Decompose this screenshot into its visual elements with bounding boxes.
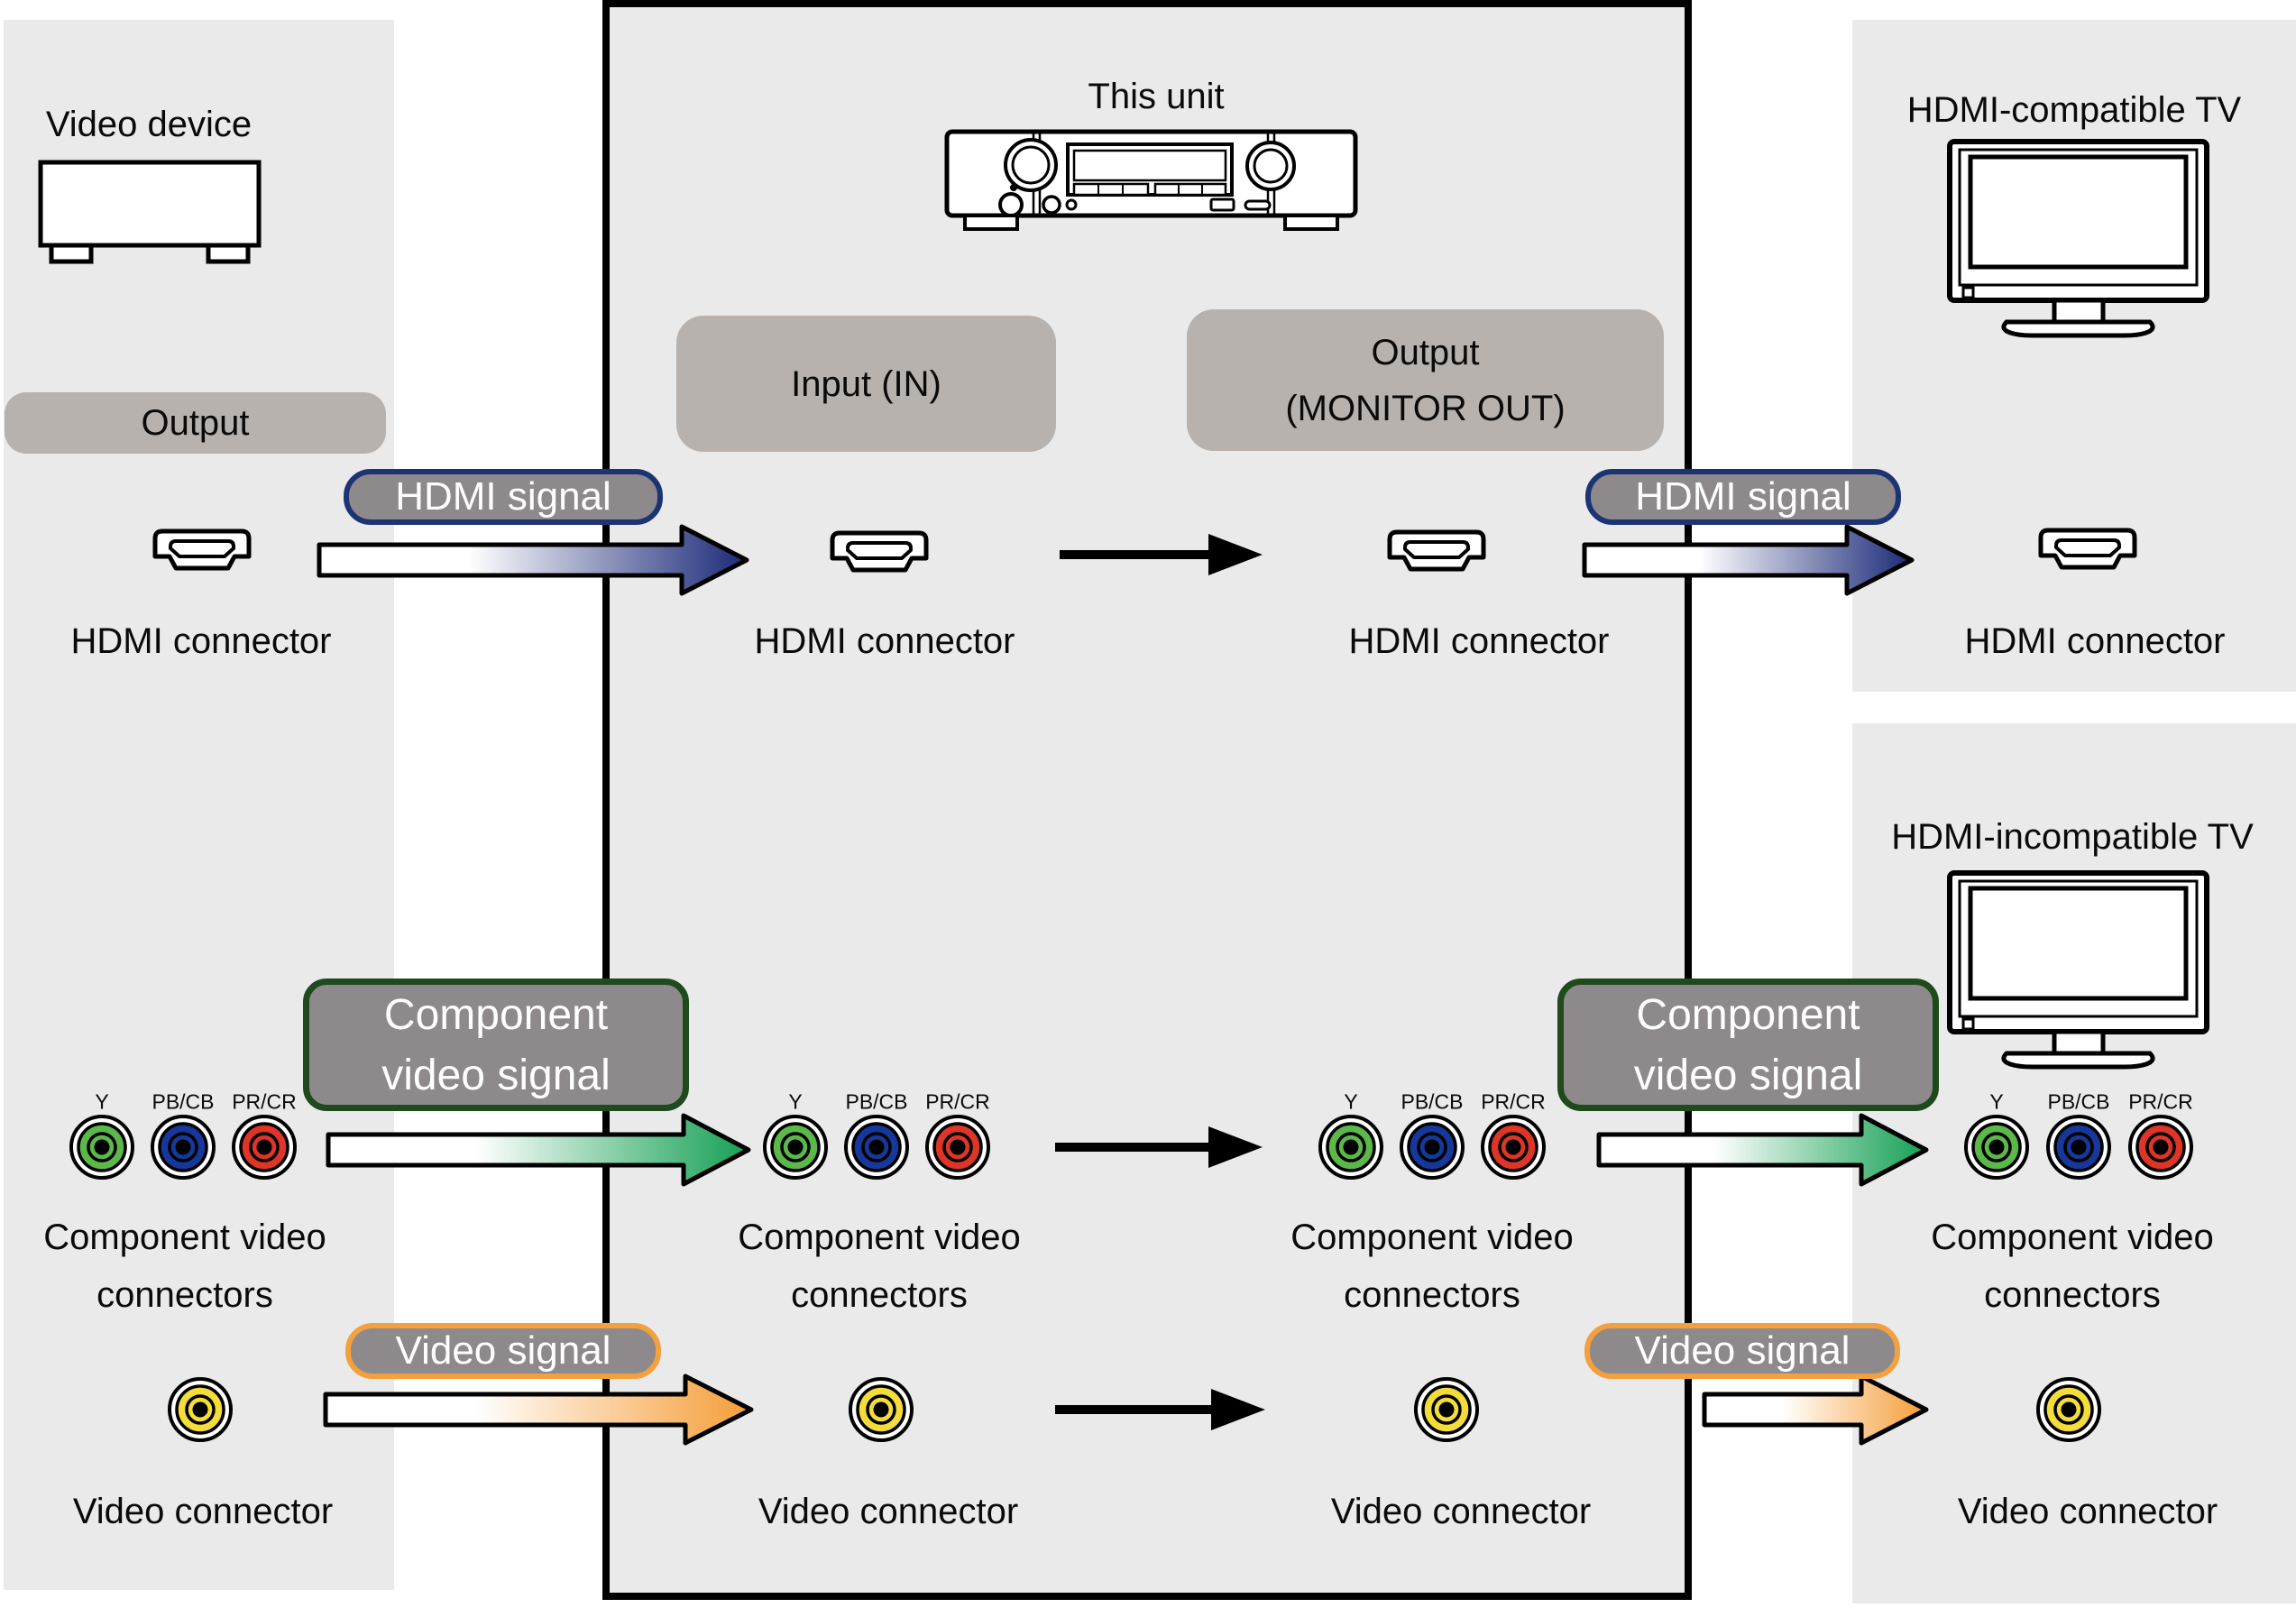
rca-video-icon xyxy=(2036,1377,2101,1442)
rca-pr-label: PR/CR xyxy=(232,1089,297,1114)
rca-video-icon xyxy=(849,1377,914,1442)
rca-pb-icon xyxy=(1400,1115,1465,1180)
component-connectors-line2: connectors xyxy=(1984,1275,2161,1315)
hdmi-connector-label: HDMI connector xyxy=(70,621,332,661)
video-signal-badge: Video signal xyxy=(1584,1323,1900,1379)
component-connectors-line2: connectors xyxy=(96,1275,273,1315)
component-connectors-line1: Component video xyxy=(43,1217,326,1257)
monitor-out-label: Output (MONITOR OUT) xyxy=(1187,309,1664,451)
rca-y-icon xyxy=(763,1115,828,1180)
video-connector-label: Video connector xyxy=(1330,1492,1592,1531)
video-device-title: Video device xyxy=(45,105,253,144)
video-signal-arrow xyxy=(1702,1374,1929,1446)
hdmi-port-icon xyxy=(832,533,926,570)
hdmi-signal-arrow xyxy=(317,524,749,596)
rca-pr-label: PR/CR xyxy=(925,1089,990,1114)
component-connectors-line1: Component video xyxy=(738,1217,1021,1257)
video-signal-badge-text: Video signal xyxy=(395,1328,611,1373)
video-device-panel xyxy=(4,20,394,1590)
rca-video-icon xyxy=(1414,1377,1479,1442)
passthrough-arrows xyxy=(1055,534,1265,1430)
tv-incompatible-title: HDMI-incompatible TV xyxy=(1891,817,2254,857)
rca-pb-icon xyxy=(151,1115,216,1180)
rca-y-label: Y xyxy=(1344,1089,1358,1114)
this-unit-box xyxy=(602,0,1692,1600)
rca-pb-label: PB/CB xyxy=(1401,1089,1464,1114)
component-connectors-label: Component video connectors xyxy=(1290,1208,1574,1324)
rca-y-icon xyxy=(69,1115,134,1180)
component-signal-line2: video signal xyxy=(1633,1051,1863,1099)
hdmi-signal-arrow xyxy=(1582,524,1915,596)
video-signal-arrow xyxy=(323,1374,754,1446)
rca-y-icon xyxy=(1318,1115,1383,1180)
rca-pr-icon xyxy=(1481,1115,1546,1180)
rca-pr-icon xyxy=(925,1115,990,1180)
component-signal-badge: Component video signal xyxy=(303,979,689,1111)
output-label: Output xyxy=(5,392,386,454)
tv-compatible-panel xyxy=(1852,20,2296,692)
component-connectors-label: Component video connectors xyxy=(738,1208,1021,1324)
rca-pb-label: PB/CB xyxy=(152,1089,215,1114)
hdmi-signal-badge-text: HDMI signal xyxy=(1635,474,1851,519)
video-signal-badge-text: Video signal xyxy=(1634,1328,1851,1373)
rca-y-label: Y xyxy=(95,1089,109,1114)
rca-y-icon xyxy=(1964,1115,2029,1180)
rca-y-label: Y xyxy=(788,1089,803,1114)
rca-pb-label: PB/CB xyxy=(845,1089,908,1114)
video-signal-badge: Video signal xyxy=(345,1323,661,1379)
component-signal-arrow xyxy=(326,1113,751,1187)
monitor-out-line1: Output xyxy=(1371,332,1480,372)
component-tv-icon xyxy=(1950,873,2207,1067)
hdmi-signal-badge: HDMI signal xyxy=(344,469,663,525)
rca-pr-icon xyxy=(2128,1115,2193,1180)
hdmi-signal-badge: HDMI signal xyxy=(1585,469,1901,525)
passthrough-arrow xyxy=(1055,1389,1265,1430)
rca-pr-icon xyxy=(232,1115,297,1180)
rca-y-label: Y xyxy=(1989,1089,2004,1114)
hdmi-tv-icon xyxy=(1950,142,2207,335)
component-signal-line1: Component xyxy=(1636,990,1860,1039)
component-connectors-label: Component video connectors xyxy=(1931,1208,2214,1324)
input-label-text: Input (IN) xyxy=(791,363,941,404)
passthrough-arrow xyxy=(1060,534,1263,575)
component-signal-line2: video signal xyxy=(381,1051,611,1099)
rca-pb-icon xyxy=(844,1115,909,1180)
monitor-out-line2: (MONITOR OUT) xyxy=(1285,388,1566,428)
component-connectors-line2: connectors xyxy=(1344,1275,1520,1315)
hdmi-connector-label: HDMI connector xyxy=(1348,621,1610,661)
component-connectors-line1: Component video xyxy=(1931,1217,2214,1257)
input-label: Input (IN) xyxy=(676,316,1056,452)
component-connectors-label: Component video connectors xyxy=(43,1208,326,1324)
video-connector-label: Video connector xyxy=(758,1492,1019,1531)
rca-pr-label: PR/CR xyxy=(1481,1089,1546,1114)
hdmi-port-icon xyxy=(155,531,249,568)
hdmi-port-icon xyxy=(2041,530,2135,567)
rca-pb-icon xyxy=(2046,1115,2111,1180)
video-connector-label: Video connector xyxy=(72,1492,334,1531)
rca-pb-label: PB/CB xyxy=(2047,1089,2110,1114)
component-signal-arrow xyxy=(1596,1113,1929,1187)
hdmi-port-icon xyxy=(1390,532,1483,569)
component-signal-line1: Component xyxy=(383,990,609,1039)
hdmi-connector-label: HDMI connector xyxy=(1964,621,2226,661)
passthrough-arrow xyxy=(1055,1126,1263,1168)
rca-video-icon xyxy=(168,1377,233,1442)
output-label-text: Output xyxy=(141,403,250,443)
video-connector-label: Video connector xyxy=(1957,1492,2218,1531)
signal-arrows xyxy=(317,524,1929,1446)
rca-pr-label: PR/CR xyxy=(2128,1089,2193,1114)
tv-compatible-title: HDMI-compatible TV xyxy=(1906,90,2242,130)
av-receiver-icon xyxy=(947,132,1355,229)
video-device-icon xyxy=(41,162,259,262)
component-connectors-line1: Component video xyxy=(1290,1217,1574,1257)
this-unit-title: This unit xyxy=(1088,77,1225,116)
hdmi-connector-label: HDMI connector xyxy=(754,621,1015,661)
component-connectors-line2: connectors xyxy=(791,1275,968,1315)
hdmi-signal-badge-text: HDMI signal xyxy=(395,474,611,519)
component-signal-badge: Component video signal xyxy=(1557,979,1939,1111)
